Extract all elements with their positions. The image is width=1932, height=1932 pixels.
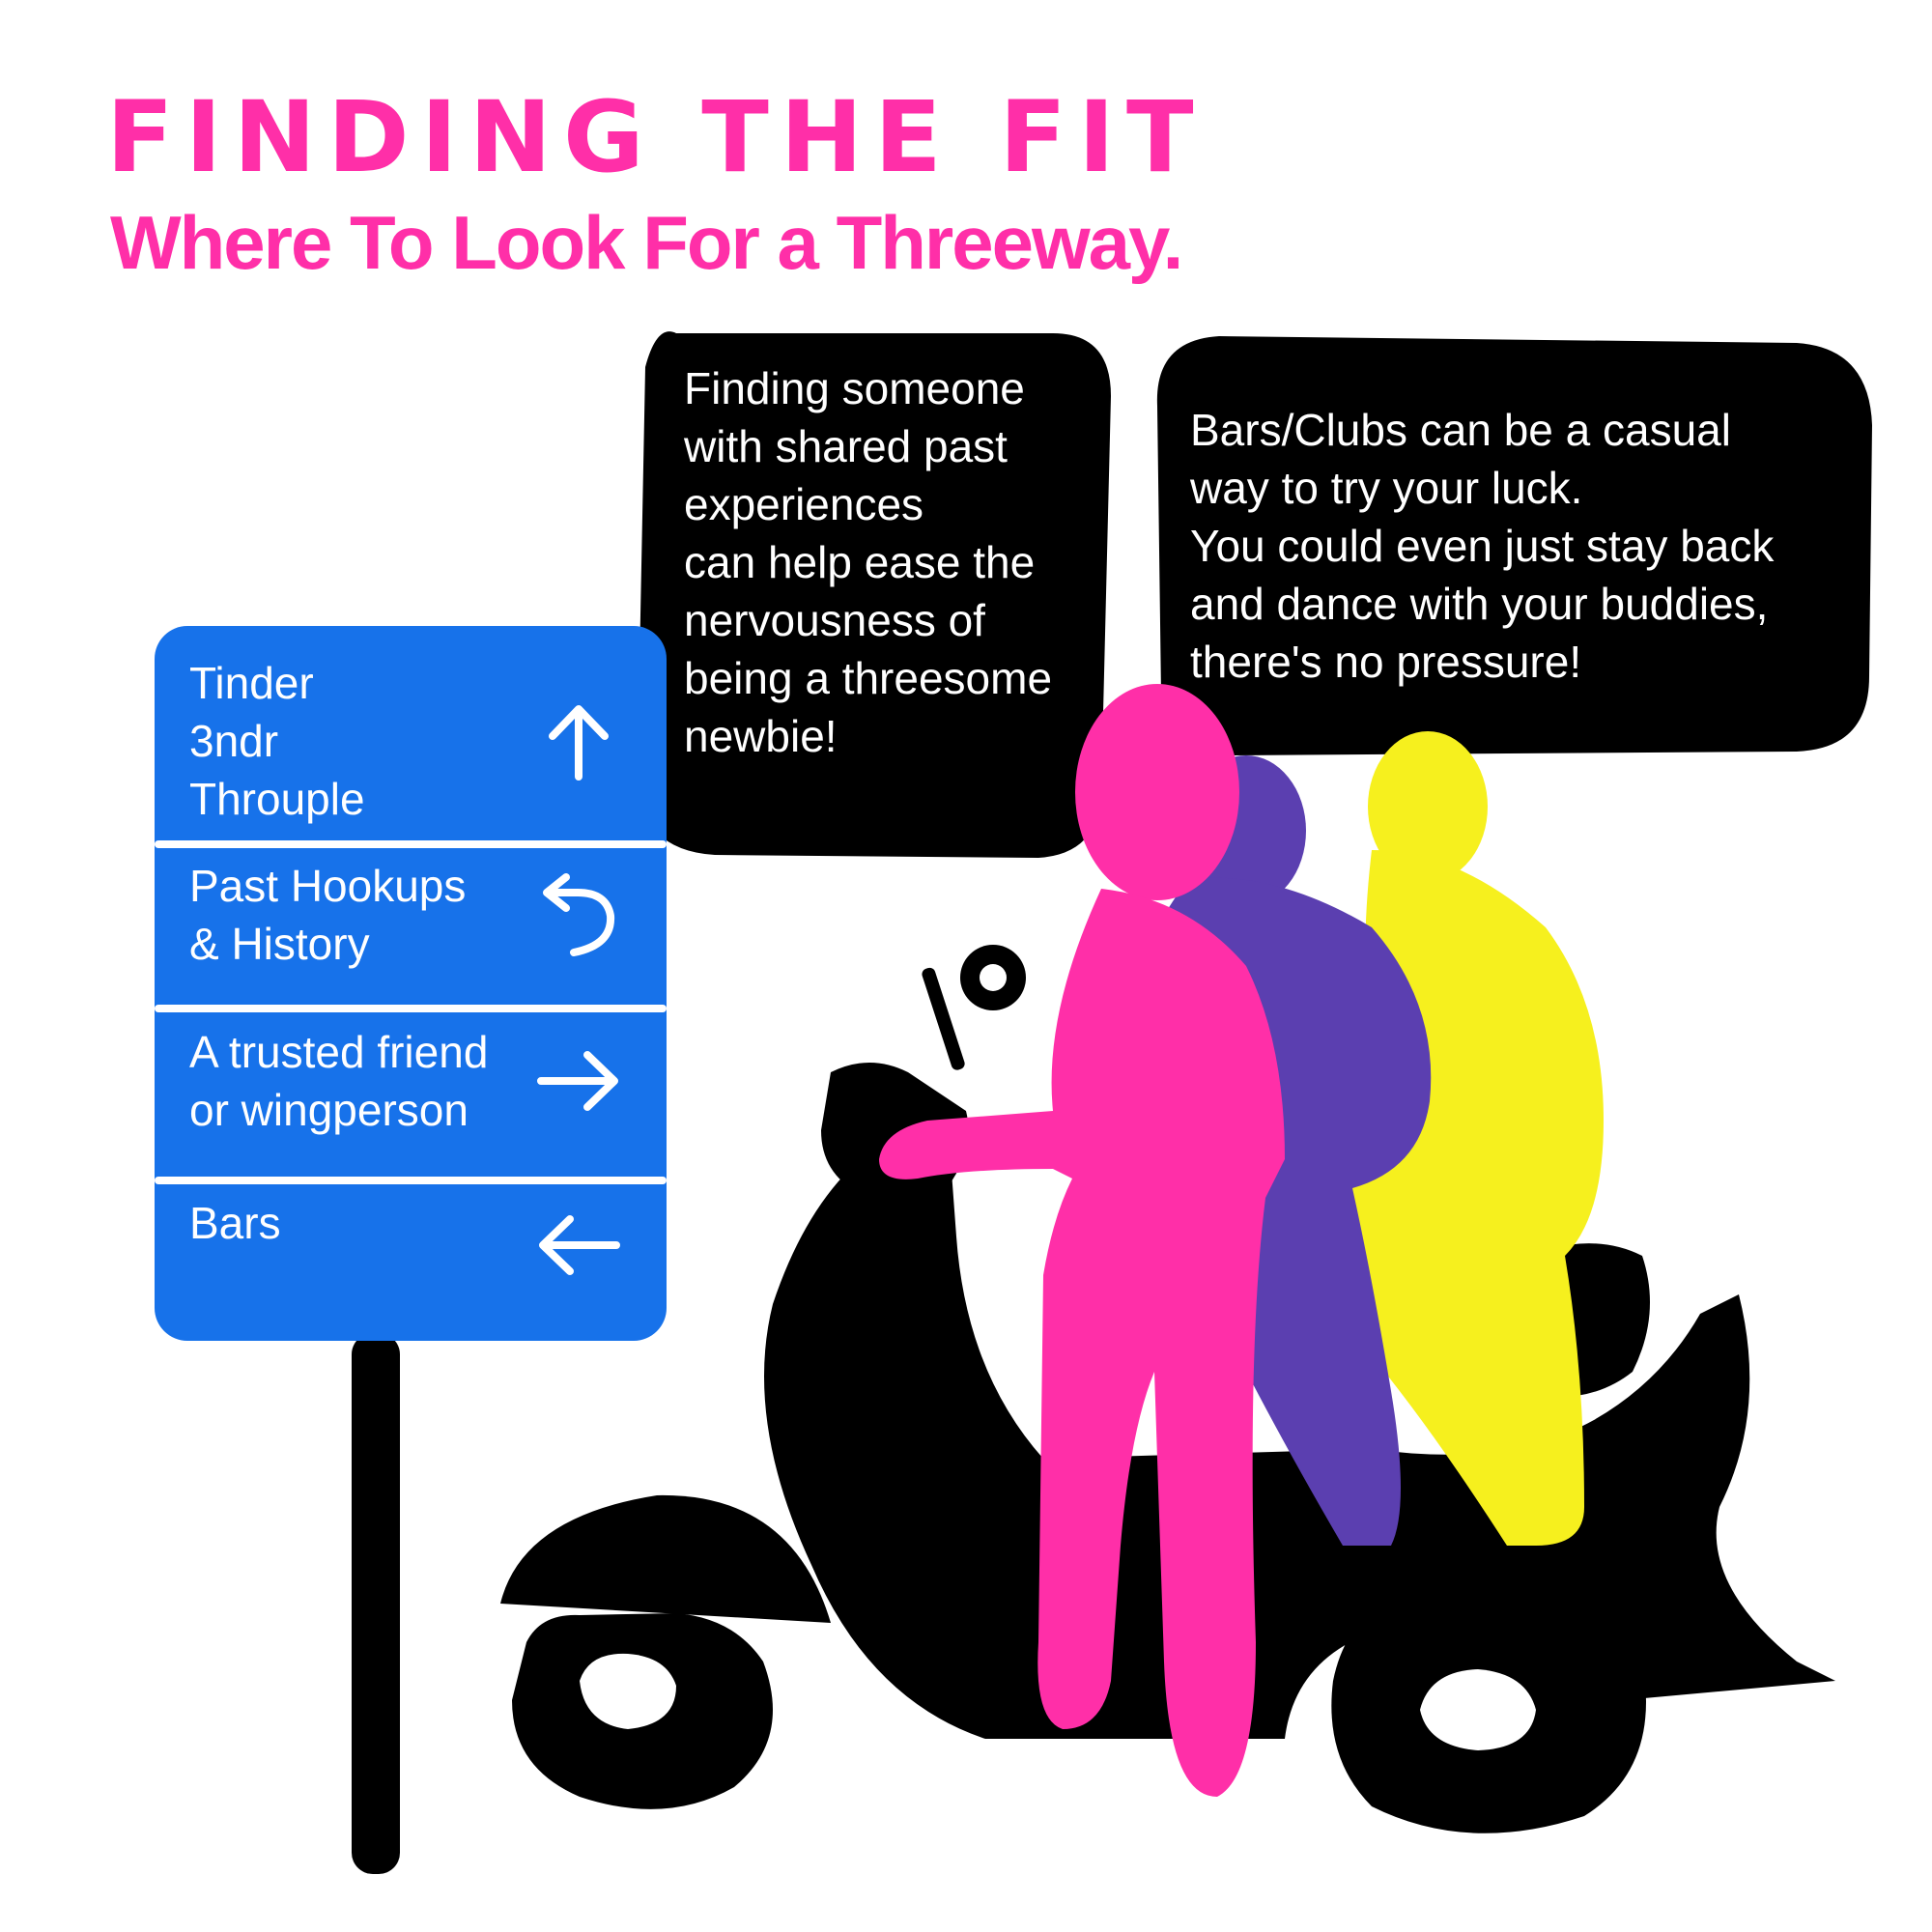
sign-line: & History: [189, 919, 370, 969]
bubble-line: can help ease the: [684, 537, 1036, 587]
sign-row-label: Tinder 3ndr Throuple: [189, 654, 365, 828]
u-turn-arrow-icon: [543, 873, 615, 956]
page-subtitle: Where To Look For a Threeway.: [110, 200, 1183, 285]
bubble-line: way to try your luck.: [1190, 463, 1583, 513]
sign-line: Past Hookups: [189, 861, 467, 911]
sign-row-label: Past Hookups & History: [189, 857, 466, 973]
rider-pink: [879, 684, 1285, 1797]
bubble-line: You could even just stay back: [1190, 521, 1775, 571]
speech-bubble-left-text: Finding someone with shared past experie…: [684, 359, 1052, 765]
sign-line: or wingperson: [189, 1085, 469, 1135]
sign-divider: [155, 840, 667, 848]
sign-line: A trusted friend: [189, 1027, 489, 1077]
bubble-line: nervousness of: [684, 595, 985, 645]
sign-row-bars: Bars: [155, 1177, 667, 1302]
rider-yellow: [1275, 731, 1604, 1546]
sign-divider: [155, 1177, 667, 1184]
left-arrow-icon: [539, 1215, 620, 1275]
scooter-front-fender: [500, 1494, 831, 1623]
sign-line: Tinder: [189, 658, 314, 708]
sign-line: Bars: [189, 1198, 281, 1248]
scooter-mirror-stem: [922, 967, 965, 1070]
speech-bubble-left: [637, 331, 1111, 858]
scooter: [500, 945, 1835, 1833]
bubble-line: being a threesome: [684, 653, 1053, 703]
bubble-line: with shared past: [684, 421, 1008, 471]
sign-line: Throuple: [189, 774, 365, 824]
bubble-line: newbie!: [684, 711, 838, 761]
sign-row-label: Bars: [189, 1177, 281, 1252]
sign-post: [352, 1333, 400, 1874]
right-arrow-icon: [537, 1051, 618, 1111]
bubble-line: there's no pressure!: [1190, 637, 1582, 687]
direction-sign: Tinder 3ndr Throuple Past Hookups & Hist…: [155, 626, 667, 1341]
sign-line: 3ndr: [189, 716, 279, 766]
sign-divider: [155, 1005, 667, 1012]
speech-bubble-right-text: Bars/Clubs can be a casual way to try yo…: [1190, 401, 1774, 691]
sign-row-label: A trusted friend or wingperson: [189, 1023, 488, 1139]
sign-row-friend: A trusted friend or wingperson: [155, 1009, 667, 1153]
speech-bubble-right: [1156, 336, 1872, 755]
page-title: FINDING THE FIT: [106, 80, 1206, 195]
up-arrow-icon: [549, 705, 609, 781]
bubble-line: experiences: [684, 479, 924, 529]
bubble-line: Finding someone: [684, 363, 1025, 413]
bubble-line: Bars/Clubs can be a casual: [1190, 405, 1731, 455]
scooter-body: [764, 1101, 1835, 1739]
sign-row-apps: Tinder 3ndr Throuple: [155, 653, 667, 829]
sign-row-past-hookups: Past Hookups & History: [155, 846, 667, 983]
bubble-line: and dance with your buddies,: [1190, 579, 1769, 629]
